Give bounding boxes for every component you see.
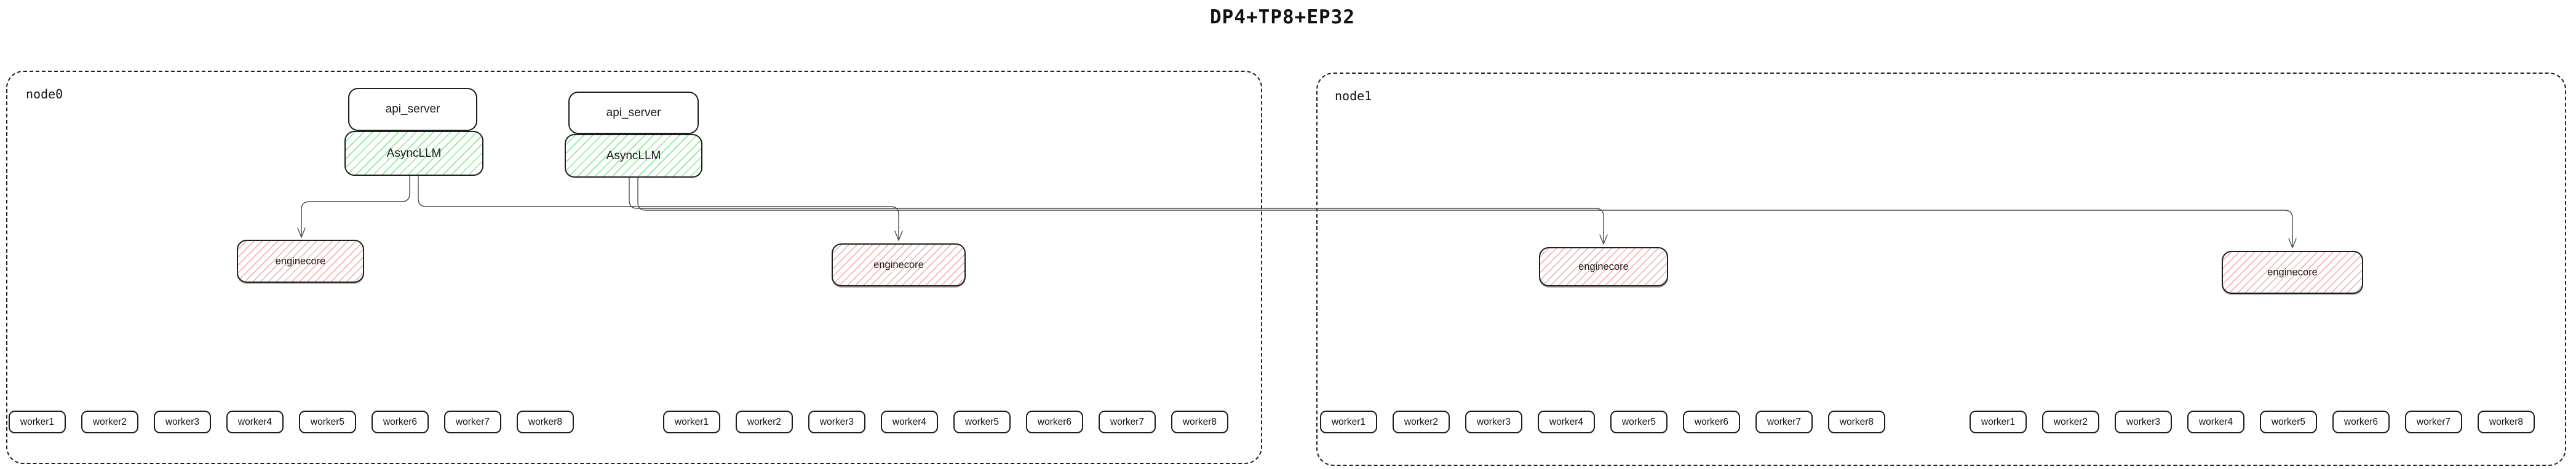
worker-box: worker4 bbox=[1538, 411, 1595, 433]
worker-box: worker8 bbox=[517, 411, 574, 433]
node1-container: node1 bbox=[1316, 73, 2566, 466]
worker-box: worker1 bbox=[663, 411, 720, 433]
worker-box: worker6 bbox=[372, 411, 429, 433]
worker-box: worker3 bbox=[2115, 411, 2172, 433]
api-server-box-1: api_server bbox=[348, 88, 477, 131]
worker-box: worker1 bbox=[1320, 411, 1377, 433]
worker-box: worker8 bbox=[1828, 411, 1885, 433]
worker-box: worker2 bbox=[1393, 411, 1450, 433]
api-server-box-2: api_server bbox=[568, 92, 699, 134]
worker-box: worker5 bbox=[2260, 411, 2317, 433]
worker-box: worker6 bbox=[1683, 411, 1740, 433]
worker-box: worker1 bbox=[9, 411, 66, 433]
enginecore-box-4: enginecore bbox=[2222, 251, 2363, 294]
worker-box: worker1 bbox=[1970, 411, 2027, 433]
enginecore-box-2: enginecore bbox=[832, 243, 966, 286]
worker-box: worker5 bbox=[953, 411, 1011, 433]
worker-box: worker6 bbox=[1026, 411, 1083, 433]
enginecore-box-1: enginecore bbox=[237, 240, 364, 283]
worker-box: worker2 bbox=[736, 411, 793, 433]
worker-box: worker2 bbox=[2042, 411, 2099, 433]
node0-label: node0 bbox=[26, 87, 63, 101]
worker-box: worker4 bbox=[226, 411, 284, 433]
node0-container: node0 bbox=[6, 71, 1262, 464]
worker-box: worker5 bbox=[1610, 411, 1668, 433]
worker-box: worker2 bbox=[81, 411, 138, 433]
worker-box: worker7 bbox=[1099, 411, 1156, 433]
worker-box: worker8 bbox=[1171, 411, 1228, 433]
asyncllm-box-2: AsyncLLM bbox=[565, 134, 702, 178]
node1-label: node1 bbox=[1335, 89, 1372, 103]
worker-box: worker3 bbox=[1465, 411, 1522, 433]
asyncllm-box-1: AsyncLLM bbox=[344, 131, 483, 176]
worker-box: worker5 bbox=[299, 411, 356, 433]
enginecore-box-3: enginecore bbox=[1539, 247, 1668, 286]
worker-box: worker3 bbox=[154, 411, 211, 433]
worker-box: worker4 bbox=[2187, 411, 2244, 433]
worker-box: worker7 bbox=[2405, 411, 2462, 433]
worker-box: worker6 bbox=[2332, 411, 2390, 433]
worker-box: worker3 bbox=[808, 411, 865, 433]
worker-box: worker8 bbox=[2478, 411, 2535, 433]
worker-box: worker7 bbox=[444, 411, 501, 433]
worker-box: worker4 bbox=[881, 411, 938, 433]
diagram-title: DP4+TP8+EP32 bbox=[1210, 6, 1355, 28]
worker-box: worker7 bbox=[1755, 411, 1813, 433]
